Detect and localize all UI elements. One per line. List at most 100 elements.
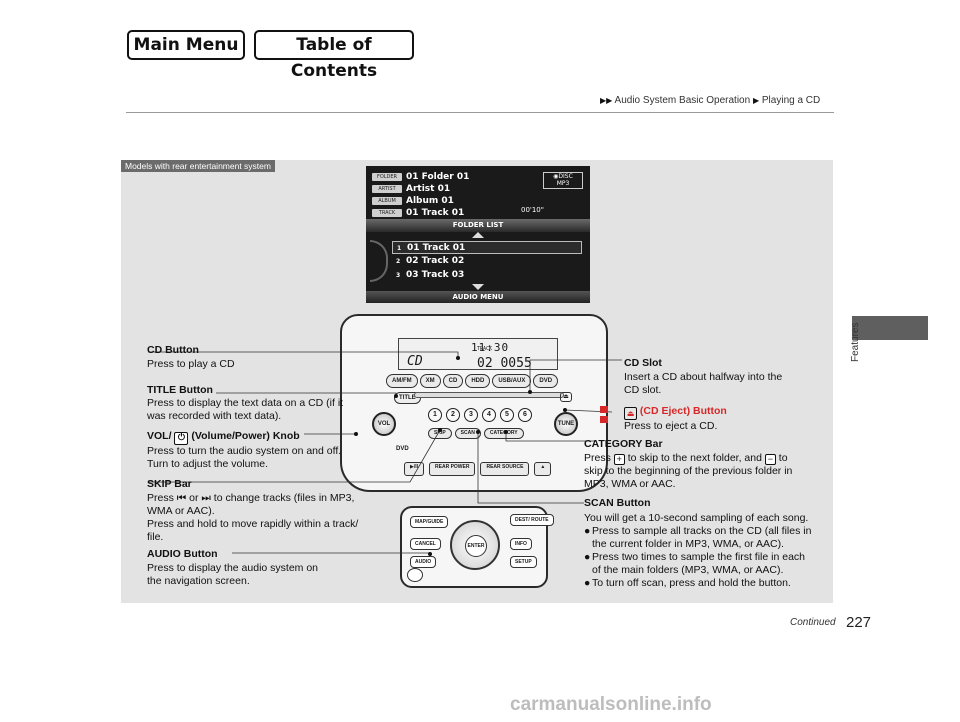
bullet-icon: ● — [584, 525, 591, 537]
skip-bar-callout-body: Press ⏮ or ⏭ to change tracks (files in … — [147, 492, 359, 543]
cd-button-callout-body: Press to play a CD — [147, 358, 235, 370]
volume-power-knob[interactable]: VOL — [372, 412, 396, 436]
cd-button[interactable]: CD — [442, 374, 464, 388]
audio-button-callout-title: AUDIO Button — [147, 548, 218, 560]
enter-button[interactable]: ENTER — [465, 535, 487, 557]
category-bar[interactable]: CATEGORY — [483, 428, 524, 439]
breadcrumb: ▶▶ Audio System Basic Operation ▶ Playin… — [600, 95, 820, 106]
elapsed-time: 00'10" — [521, 206, 544, 214]
preset-button[interactable]: 6 — [518, 408, 532, 422]
cd-slot-callout-title: CD Slot — [624, 357, 662, 369]
preset-buttons: 1 2 3 4 5 6 — [428, 408, 532, 422]
cd-slot-callout-body: Insert a CD about halfway into the CD sl… — [624, 371, 783, 396]
header-divider — [126, 112, 834, 113]
power-icon: ⏻ — [174, 432, 189, 445]
setup-button[interactable]: SETUP — [510, 556, 537, 568]
watermark: carmanualsonline.info — [510, 694, 712, 715]
breadcrumb-link-basic-operation[interactable]: Audio System Basic Operation — [614, 95, 751, 106]
disc-indicator: ◉DISC MP3 — [543, 172, 583, 189]
audio-console-illustration: 11:30 TRACK CD 02 0055 AM/FM XM CD HDD U… — [340, 314, 608, 598]
audio-screen-display: FOLDER 01 Folder 01 ARTIST Artist 01 ALB… — [366, 166, 590, 303]
cd-slot[interactable] — [414, 392, 564, 398]
skip-forward-icon: ⏭ — [201, 492, 211, 504]
vol-knob-callout-title: VOL/ ⏻ (Volume/Power) Knob — [147, 430, 300, 445]
screen-row-folder: FOLDER 01 Folder 01 — [372, 171, 469, 182]
preset-button[interactable]: 4 — [482, 408, 496, 422]
bullet-icon: ● — [584, 551, 591, 563]
vol-knob-callout-body: Press to turn the audio system on and of… — [147, 445, 342, 470]
breadcrumb-arrow-icon: ▶ — [752, 96, 760, 105]
bullet-icon: ● — [584, 577, 591, 589]
breadcrumb-current: Playing a CD — [761, 95, 821, 106]
cd-eject-callout-body: Press to eject a CD. — [624, 420, 718, 432]
marker-square-icon — [600, 406, 608, 413]
tune-knob[interactable]: TUNE — [554, 412, 578, 436]
disc-icon: ◉ — [553, 173, 559, 180]
hdd-button[interactable]: HDD — [465, 374, 491, 388]
control-bars: SKIP SCAN CATEGORY — [428, 428, 524, 439]
scroll-up-arrow-icon[interactable] — [472, 232, 484, 238]
rear-power-button[interactable]: REAR POWER — [429, 462, 476, 476]
interface-dial[interactable]: ENTER — [450, 520, 500, 570]
console-bezel: 11:30 TRACK CD 02 0055 AM/FM XM CD HDD U… — [340, 314, 608, 492]
screen-row-album: ALBUM Album 01 — [372, 195, 454, 206]
info-button[interactable]: INFO — [510, 538, 532, 550]
cd-button-callout-title: CD Button — [147, 344, 199, 356]
eject-rear-icon[interactable]: ▲ — [534, 462, 552, 476]
title-button-callout-title: TITLE Button — [147, 384, 213, 396]
category-bar-callout-title: CATEGORY Bar — [584, 438, 663, 450]
category-bar-callout-body: Press + to skip to the next folder, and … — [584, 452, 793, 490]
scan-button-callout-title: SCAN Button — [584, 497, 651, 509]
source-buttons: AM/FM XM CD HDD USB/AUX DVD — [386, 374, 559, 388]
breadcrumb-arrow-icon: ▶▶ — [600, 96, 613, 105]
rear-controls: ▶/II REAR POWER REAR SOURCE ▲ — [404, 462, 552, 476]
preset-button[interactable]: 2 — [446, 408, 460, 422]
model-tag: Models with rear entertainment system — [121, 160, 275, 172]
usb-aux-button[interactable]: USB/AUX — [492, 374, 532, 388]
am-fm-button[interactable]: AM/FM — [386, 374, 418, 388]
main-menu-button[interactable]: Main Menu — [127, 30, 245, 60]
map-guide-button[interactable]: MAP/GUIDE — [410, 516, 449, 528]
marker-square-icon — [600, 416, 608, 423]
section-tab-marker — [852, 316, 928, 340]
scan-button[interactable]: SCAN — [454, 428, 481, 439]
title-button-callout-body: Press to display the text data on a CD (… — [147, 397, 344, 422]
dial-arc-icon — [370, 240, 388, 282]
screen-row-track: TRACK 01 Track 01 — [372, 207, 464, 218]
dvd-button[interactable]: DVD — [533, 374, 559, 388]
eject-icon: ⏏ — [624, 407, 637, 420]
cancel-button[interactable]: CANCEL — [410, 538, 441, 550]
voice-button-icon[interactable] — [407, 568, 423, 582]
section-side-label: Features — [850, 322, 861, 362]
console-lcd: 11:30 TRACK CD 02 0055 — [398, 338, 558, 371]
cd-eject-callout-title: ⏏ (CD Eject) Button — [624, 405, 727, 420]
xm-button[interactable]: XM — [419, 374, 441, 388]
page-number: 227 — [846, 614, 872, 631]
skip-back-icon: ⏮ — [176, 492, 187, 504]
audio-menu-bar[interactable]: AUDIO MENU — [366, 291, 590, 303]
table-of-contents-button[interactable]: Table of Contents — [254, 30, 414, 81]
skip-bar-callout-title: SKIP Bar — [147, 478, 192, 490]
skip-bar[interactable]: SKIP — [428, 428, 452, 439]
plus-icon: + — [613, 454, 625, 465]
audio-button[interactable]: AUDIO — [410, 556, 437, 568]
continued-label: Continued — [790, 617, 836, 628]
folder-list-header[interactable]: FOLDER LIST — [366, 219, 590, 232]
rear-source-button[interactable]: REAR SOURCE — [480, 462, 530, 476]
eject-icon[interactable]: ⏏ — [560, 392, 572, 402]
dvd-logo: DVD — [396, 446, 409, 452]
preset-button[interactable]: 3 — [464, 408, 478, 422]
scroll-down-arrow-icon[interactable] — [472, 284, 484, 290]
navigation-control-panel: MAP/GUIDE CANCEL DEST/ ROUTE INFO AUDIO … — [400, 506, 554, 588]
preset-button[interactable]: 1 — [428, 408, 442, 422]
dest-route-button[interactable]: DEST/ ROUTE — [510, 514, 554, 526]
audio-button-callout-body: Press to display the audio system on the… — [147, 562, 319, 587]
preset-button[interactable]: 5 — [500, 408, 514, 422]
scan-button-callout-body: You will get a 10-second sampling of eac… — [584, 512, 812, 589]
minus-icon: − — [764, 454, 776, 465]
play-pause-button[interactable]: ▶/II — [404, 462, 425, 476]
screen-row-artist: ARTIST Artist 01 — [372, 183, 450, 194]
